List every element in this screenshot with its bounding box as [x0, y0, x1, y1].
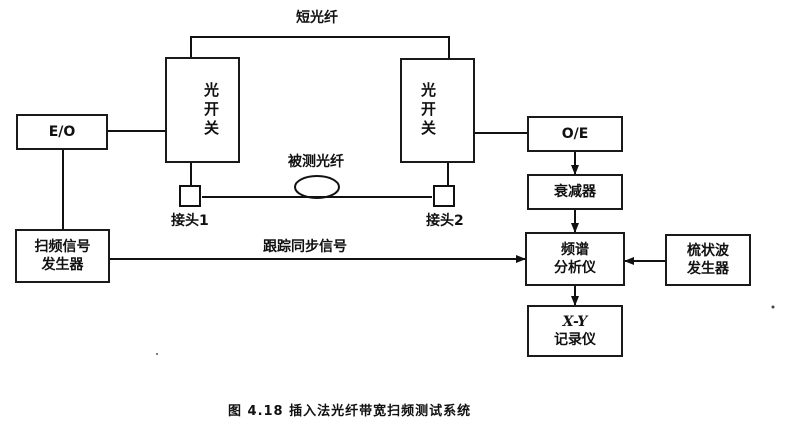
sweep-generator-label-line1: 扫频信号 — [34, 239, 91, 255]
connector2-square — [433, 185, 455, 207]
eo-box: E/O — [16, 114, 108, 150]
fiber-under-test-label: 被测光纤 — [288, 154, 344, 170]
analyzer-label-line1: 频谱 — [561, 242, 589, 258]
switch-right-box: 光开关 — [400, 58, 475, 163]
sweep-generator-box: 扫频信号 发生器 — [15, 229, 110, 283]
eo-label: E/O — [48, 124, 76, 140]
comb-generator-box: 梳状波 发生器 — [665, 234, 751, 286]
switch-left-label: 光开关 — [202, 81, 220, 139]
oe-box: O/E — [527, 116, 623, 152]
sync-signal-label: 跟踪同步信号 — [263, 239, 347, 255]
stray-dot — [156, 353, 158, 355]
recorder-label-line2: 记录仪 — [554, 332, 596, 348]
fiber-spool — [294, 175, 340, 199]
switch-left-box: 光开关 — [165, 57, 240, 163]
switch-right-label: 光开关 — [419, 82, 437, 139]
stray-dot — [771, 305, 775, 309]
connector2-label: 接头2 — [426, 213, 464, 229]
comb-generator-label-line2: 发生器 — [687, 261, 729, 277]
spectrum-analyzer-box: 频谱 分析仪 — [525, 232, 625, 286]
connector1-label: 接头1 — [171, 213, 209, 229]
oe-label: O/E — [561, 126, 589, 142]
sweep-generator-label-line2: 发生器 — [41, 257, 84, 273]
connector1-square — [179, 185, 201, 207]
attenuator-label: 衰减器 — [554, 184, 596, 200]
attenuator-box: 衰减器 — [527, 174, 623, 210]
recorder-label-line1: X-Y — [562, 314, 588, 330]
comb-generator-label-line1: 梳状波 — [687, 243, 729, 259]
figure-caption: 图 4.18 插入法光纤带宽扫频测试系统 — [228, 404, 472, 419]
xy-recorder-box: X-Y 记录仪 — [527, 305, 623, 357]
short-fiber-label: 短光纤 — [296, 10, 338, 26]
analyzer-label-line2: 分析仪 — [554, 260, 596, 276]
